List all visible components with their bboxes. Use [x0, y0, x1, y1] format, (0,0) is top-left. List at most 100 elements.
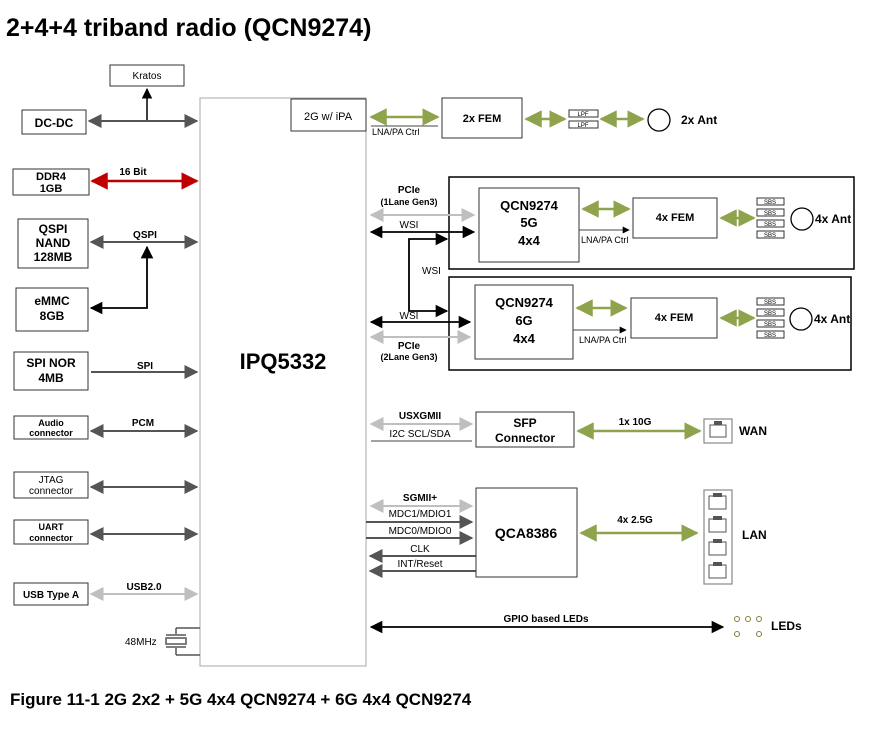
i2c-label: I2C SCL/SDA: [389, 429, 450, 440]
ant-2g-label: 2x Ant: [681, 113, 717, 127]
sbs-6g-2-label: SBS: [764, 311, 776, 317]
wsi-6g-label: WSI: [400, 311, 419, 322]
uart-line1: UART: [39, 522, 64, 532]
sbs-filters-6g: SBS SBS SBS SBS: [756, 297, 785, 339]
sbs-5g-1: [756, 197, 785, 206]
fem-2g-label: 2x FEM: [463, 113, 502, 125]
lpf-filter-2-label: LPF: [577, 123, 588, 129]
qspi-nand-line1: QSPI: [39, 222, 68, 236]
qspi-label: QSPI: [133, 230, 157, 241]
ddr-line2: 1GB: [40, 183, 63, 195]
pcie-5g-line1: PCIe: [398, 185, 421, 196]
pcie-6g-line2: (2Lane Gen3): [380, 352, 437, 362]
radio-5g-frame: [448, 176, 855, 270]
ddr-bus-label: 16 Bit: [119, 167, 147, 178]
lan-label: LAN: [742, 528, 767, 542]
int-label: INT/Reset: [397, 559, 442, 570]
lna-6g-label: LNA/PA Ctrl: [579, 335, 626, 345]
sbs-6g-2: [756, 308, 785, 317]
spi-nor-block: [13, 351, 89, 391]
audio-line2: connector: [29, 428, 73, 438]
clk-label: CLK: [410, 544, 430, 555]
wan-label: WAN: [739, 424, 767, 438]
sfp-line2: Connector: [495, 431, 555, 445]
lpf-filter-1: [568, 109, 599, 118]
sbs-5g-3: [756, 219, 785, 228]
qcn-6g-line3: 4x4: [513, 331, 535, 346]
uart-block: [13, 519, 89, 545]
sbs-6g-1-label: SBS: [764, 300, 776, 306]
pcie-6g-line1: PCIe: [398, 341, 421, 352]
sfp-speed-label: 1x 10G: [619, 417, 652, 428]
antenna-6g-icon: [789, 307, 813, 331]
ipa-block: [290, 98, 367, 132]
emmc-line2: 8GB: [40, 309, 65, 323]
pcie-5g-line2: (1Lane Gen3): [380, 197, 437, 207]
qcn9274-6g-block: [474, 284, 574, 360]
qspi-nand-line2: NAND: [36, 236, 71, 250]
lna-5g-label: LNA/PA Ctrl: [581, 235, 628, 245]
qcn-5g-line2: 5G: [520, 215, 537, 230]
sbs-5g-3-label: SBS: [764, 222, 776, 228]
crystal-label: 48MHz: [125, 637, 157, 648]
wsi-vertical-link: [408, 232, 449, 318]
sbs-6g-1: [756, 297, 785, 306]
sbs-6g-3: [756, 319, 785, 328]
lpf-filter-2: [568, 120, 599, 129]
sbs-filters-5g: SBS SBS SBS SBS: [756, 197, 785, 239]
sbs-5g-2-label: SBS: [764, 211, 776, 217]
sgmii-label: SGMII+: [403, 493, 437, 504]
fem-5g-label: 4x FEM: [656, 212, 695, 224]
spi-label: SPI: [137, 361, 153, 372]
leds-label: LEDs: [771, 619, 802, 633]
sbs-5g-1-label: SBS: [764, 200, 776, 206]
sbs-5g-2: [756, 208, 785, 217]
qcn-6g-line1: QCN9274: [495, 295, 554, 310]
spi-nor-line2: 4MB: [38, 371, 64, 385]
dcdc-block: [21, 109, 87, 135]
soc-block: [199, 97, 367, 667]
usb-block: [13, 582, 89, 606]
antenna-2g-icon: [647, 108, 671, 132]
emmc-link: [89, 245, 154, 315]
qcn-5g-line1: QCN9274: [500, 198, 559, 213]
sbs-5g-4-label: SBS: [764, 233, 776, 239]
fem-6g-block: [630, 297, 718, 339]
wsi-mid-label: WSI: [422, 266, 441, 277]
sbs-6g-4: [756, 330, 785, 339]
figure-caption: Figure 11-1 2G 2x2 + 5G 4x4 QCN9274 + 6G…: [10, 690, 472, 709]
usb-bus-label: USB2.0: [126, 582, 161, 593]
jtag-line2: connector: [29, 486, 74, 497]
dcdc-label: DC-DC: [35, 116, 74, 130]
leds-icon: [734, 616, 762, 637]
sfp-connector-block: [475, 411, 575, 448]
qspi-nand-block: [17, 218, 89, 269]
fem-5g-block: [632, 197, 718, 239]
kratos-label: Kratos: [133, 71, 162, 82]
wsi-5g-label: WSI: [400, 220, 419, 231]
qcn9274-5g-block: [478, 187, 580, 263]
audio-line1: Audio: [38, 418, 64, 428]
sbs-6g-4-label: SBS: [764, 333, 776, 339]
sfp-line1: SFP: [513, 416, 536, 430]
usb-label: USB Type A: [23, 590, 79, 601]
jtag-block: [13, 471, 89, 499]
page-title: 2+4+4 triband radio (QCN9274): [6, 14, 372, 42]
mdc1-label: MDC1/MDIO1: [389, 509, 452, 520]
qcn-5g-line3: 4x4: [518, 233, 540, 248]
ant-5g-label: 4x Ant: [815, 212, 851, 226]
ipa-lna-label: LNA/PA Ctrl: [372, 127, 419, 137]
fem-2g-block: [441, 97, 523, 139]
lan-ports-icon: [703, 489, 733, 585]
spi-nor-line1: SPI NOR: [26, 356, 76, 370]
ddr-block: [12, 168, 90, 196]
ddr-line1: DDR4: [36, 171, 67, 183]
sbs-6g-3-label: SBS: [764, 322, 776, 328]
jtag-line1: JTAG: [39, 475, 64, 486]
kratos-block: [109, 64, 185, 87]
wan-port-icon: [703, 418, 733, 444]
lpf-filter-1-label: LPF: [577, 112, 588, 118]
qspi-nand-line3: 128MB: [34, 250, 73, 264]
qcn-6g-line2: 6G: [515, 313, 532, 328]
